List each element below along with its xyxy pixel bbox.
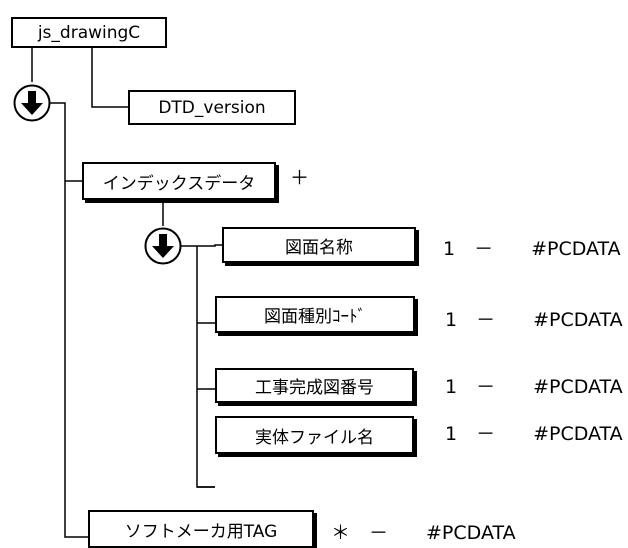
node-label: js_drawingC: [37, 22, 141, 43]
software-maker-tag-spec: ＊ － #PCDATA: [331, 522, 516, 544]
drawing-name-spec: 1 － #PCDATA: [443, 238, 621, 260]
node-drawing-type-code: 図面種別ｺｰﾄﾞ: [215, 296, 415, 333]
connector-trunk-main: [48, 102, 88, 538]
node-label: 工事完成図番号: [255, 378, 374, 398]
connector-marker-to-drawing-name: [181, 244, 222, 247]
connector-subtree-trunk: [196, 246, 215, 488]
index-data-occurrence: ＋: [290, 167, 310, 189]
node-label: 実体ファイル名: [255, 427, 374, 448]
down-arrow-circle-icon: [13, 84, 51, 122]
drawing-type-code-spec: 1 － #PCDATA: [445, 309, 623, 331]
node-label: 図面名称: [285, 237, 353, 258]
node-label: 図面種別ｺｰﾄﾞ: [264, 307, 366, 327]
node-completion-drawing-number: 工事完成図番号: [215, 368, 414, 403]
node-label: インデックスデータ: [102, 173, 256, 194]
connector-root-to-dtd-version: [91, 47, 128, 108]
node-entity-file-name: 実体ファイル名: [215, 416, 414, 454]
down-arrow-circle-icon: [144, 227, 182, 265]
node-label: ソフトメーカ用TAG: [124, 521, 278, 542]
completion-drawing-number-spec: 1 － #PCDATA: [445, 376, 623, 398]
node-js-drawingc: js_drawingC: [11, 17, 167, 48]
node-dtd-version: DTD_version: [128, 90, 296, 125]
node-label: DTD_version: [158, 97, 266, 118]
node-software-maker-tag: ソフトメーカ用TAG: [88, 510, 314, 548]
entity-file-name-spec: 1 － #PCDATA: [445, 423, 623, 445]
node-drawing-name: 図面名称: [222, 227, 416, 263]
node-index-data: インデックスデータ: [82, 162, 276, 200]
